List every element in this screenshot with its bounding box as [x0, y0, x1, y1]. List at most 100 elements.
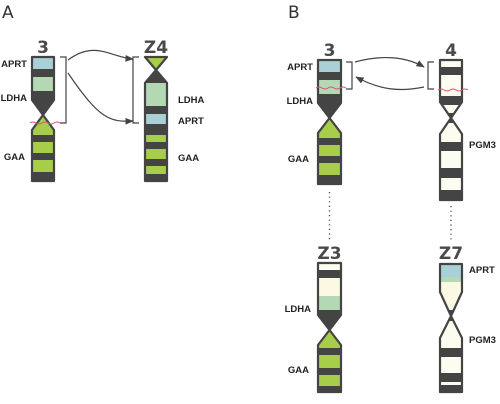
band-gaa — [318, 355, 341, 368]
band-dark — [318, 270, 341, 278]
band-light — [440, 60, 462, 200]
band-dark — [145, 174, 167, 181]
band-dark — [318, 175, 341, 184]
panel-b: B 3 APRT LDHA GAA — [285, 3, 496, 394]
band-dark — [318, 72, 341, 80]
bracket-right — [132, 56, 139, 124]
band-dark — [32, 172, 54, 181]
band-green — [145, 135, 167, 142]
band-aprt — [32, 57, 54, 69]
band-dark — [145, 159, 167, 166]
panel-b-z7-bands — [440, 264, 462, 392]
gene-label-aprt: APRT — [287, 62, 313, 73]
band-aprt — [440, 264, 462, 277]
panel-a-label: A — [2, 3, 14, 23]
band-dark — [318, 368, 341, 375]
band-ldha — [145, 93, 167, 106]
chromosome-outline — [438, 58, 464, 202]
gene-label-ldha: LDHA — [1, 93, 28, 104]
gene-label-aprt: APRT — [178, 116, 204, 127]
gene-label-ldha: LDHA — [178, 95, 205, 106]
swap-arrow-lower — [67, 72, 134, 125]
panel-b-chromosome-3: 3 APRT LDHA GAA — [287, 41, 347, 186]
band-ldha — [318, 301, 341, 310]
band-pale — [440, 277, 462, 282]
band-dark — [145, 106, 167, 114]
band-dark — [32, 153, 54, 160]
band-green — [318, 163, 341, 175]
gene-label-gaa: GAA — [178, 153, 199, 164]
band-green — [32, 160, 54, 172]
chromosome-outline — [143, 55, 169, 183]
band-pale — [145, 83, 167, 93]
band-dark — [145, 124, 167, 135]
band-dark — [440, 142, 462, 151]
bracket-left — [60, 56, 67, 124]
gene-label-pgm3: PGM3 — [469, 335, 496, 346]
band-gaa — [318, 145, 341, 156]
band-green — [32, 116, 54, 135]
panel-b-chr4-name: 4 — [445, 41, 457, 61]
band-dark — [145, 142, 167, 149]
gene-label-gaa: GAA — [288, 365, 309, 376]
panel-a-z4-bands — [145, 57, 167, 181]
panel-b-chromosome-z3: Z3 LDHA GAA — [285, 244, 343, 394]
band-green — [145, 166, 167, 174]
band-green — [318, 332, 341, 348]
translocation-arrow-forward — [354, 56, 425, 68]
panel-b-z3-name: Z3 — [317, 244, 341, 264]
swap-arrow-upper — [67, 49, 134, 62]
band-green — [318, 119, 341, 138]
band-aprt — [318, 60, 341, 72]
chromosome-outline — [438, 262, 464, 394]
gene-label-gaa: GAA — [4, 152, 25, 163]
band-dark — [318, 156, 341, 163]
panel-a-z4-name: Z4 — [144, 38, 168, 58]
band-dark — [32, 135, 54, 142]
gene-label-ldha: LDHA — [287, 96, 314, 107]
band-gaa — [145, 149, 167, 159]
band-dark — [440, 96, 462, 105]
panel-a-chr3-name: 3 — [37, 38, 49, 58]
band-dark — [440, 67, 462, 75]
panel-a: A 3 APRT LDHA GAA — [1, 3, 205, 183]
gene-label-pgm3: PGM3 — [469, 140, 496, 151]
band-ldha — [32, 77, 54, 91]
gene-label-aprt: APRT — [469, 265, 495, 276]
gene-label-gaa: GAA — [288, 154, 309, 165]
panel-b-chromosome-4: 4 PGM3 — [437, 41, 496, 202]
chromosome-outline — [316, 261, 343, 394]
band-gaa — [32, 142, 54, 153]
band-dark — [440, 348, 462, 357]
band-green — [318, 375, 341, 386]
chromosome-outline — [30, 55, 56, 183]
breakpoint-wave — [29, 121, 61, 125]
panel-b-label: B — [288, 3, 300, 23]
panel-b-z3-bands — [318, 263, 341, 392]
panel-b-z7-name: Z7 — [439, 244, 463, 264]
band-cream — [318, 278, 341, 296]
band-dark — [32, 69, 54, 77]
panel-b-chr3-bands — [318, 60, 341, 184]
band-dark — [318, 386, 341, 392]
gene-label-ldha: LDHA — [285, 304, 312, 315]
band-aprt — [145, 114, 167, 124]
band-pale — [318, 296, 341, 301]
bracket-right — [427, 61, 434, 90]
chromosome-outline — [316, 58, 343, 186]
panel-a-chromosome-3: 3 APRT LDHA GAA — [1, 38, 61, 183]
gene-label-aprt: APRT — [1, 59, 27, 70]
band-dark — [318, 348, 341, 355]
panel-b-chromosome-z7: Z7 APRT PGM3 — [438, 244, 496, 394]
panel-b-chr3-name: 3 — [324, 41, 336, 61]
translocation-arrow-back — [355, 76, 425, 91]
band-dark — [440, 373, 462, 382]
band-dark — [440, 168, 462, 178]
band-dark — [318, 138, 341, 145]
bracket-left — [346, 61, 353, 90]
band-dark — [440, 190, 462, 200]
breakpoint-wave — [437, 88, 469, 92]
breakpoint-wave — [315, 86, 347, 90]
panel-a-chromosome-z4: Z4 LDHA APRT GAA — [143, 38, 205, 183]
